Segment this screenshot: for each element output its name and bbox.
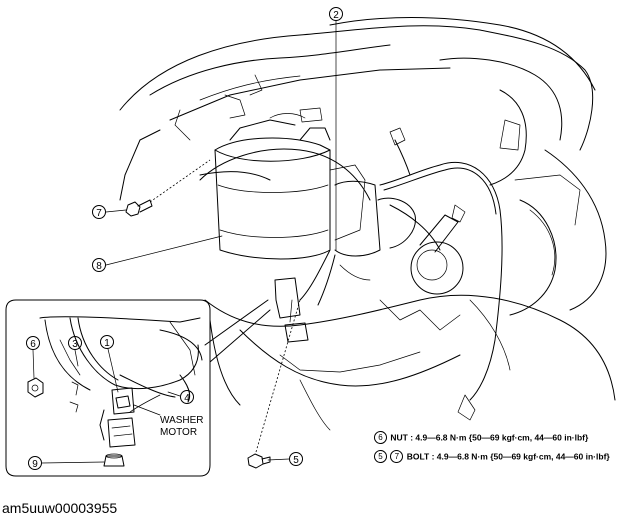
spec-nut-num: 6 [374, 431, 387, 444]
callout-4: 4 [167, 390, 194, 404]
callout-8: 8 [92, 235, 223, 272]
svg-text:5: 5 [293, 455, 299, 466]
svg-text:9: 9 [32, 459, 38, 470]
pump-connector [274, 264, 371, 343]
bolt-icon [125, 199, 153, 217]
figure-caption: am5uuw00003955 [2, 500, 118, 516]
spec-bolt-text: BOLT : 4.9—6.8 N·m {50—69 kgf·cm, 44—60 … [406, 451, 610, 462]
horn-assembly [410, 204, 466, 295]
svg-text:7: 7 [96, 208, 102, 219]
washer-motor-label: WASHER MOTOR [160, 415, 204, 439]
svg-text:3: 3 [72, 339, 78, 350]
callout-3: 3 [68, 336, 82, 367]
callout-2: 2 [329, 7, 343, 251]
washer-tank [214, 119, 416, 260]
callout-7: 7 [92, 159, 211, 219]
spec-nut: 6 NUT : 4.9—6.8 N·m {50—69 kgf·cm, 44—60… [374, 431, 588, 444]
washer-motor-label-line1: WASHER [160, 415, 204, 426]
callout-6: 6 [26, 336, 40, 379]
detail-inset [5, 299, 271, 477]
callout-5: 5 [247, 299, 303, 469]
washer-motor-leader [133, 404, 161, 416]
callout-9: 9 [28, 456, 105, 470]
lower-bolt-icon [247, 453, 271, 469]
spec-bolt: 5 7 BOLT : 4.9—6.8 N·m {50—69 kgf·cm, 44… [374, 450, 610, 463]
spec-bolt-num-b: 7 [390, 450, 404, 463]
callout-1: 1 [100, 335, 119, 393]
svg-text:6: 6 [30, 339, 36, 350]
svg-text:8: 8 [96, 261, 102, 272]
engine-bay-outline [119, 17, 616, 431]
washer-motor-label-line2: MOTOR [160, 427, 198, 438]
spec-bolt-num-a: 5 [374, 450, 387, 463]
svg-text:1: 1 [104, 338, 110, 349]
spec-nut-text: NUT : 4.9—6.8 N·m {50—69 kgf·cm, 44—60 i… [390, 432, 589, 443]
svg-text:2: 2 [333, 10, 339, 21]
washer-hoses [199, 127, 503, 421]
nut-icon [27, 377, 44, 398]
svg-text:4: 4 [184, 393, 190, 404]
